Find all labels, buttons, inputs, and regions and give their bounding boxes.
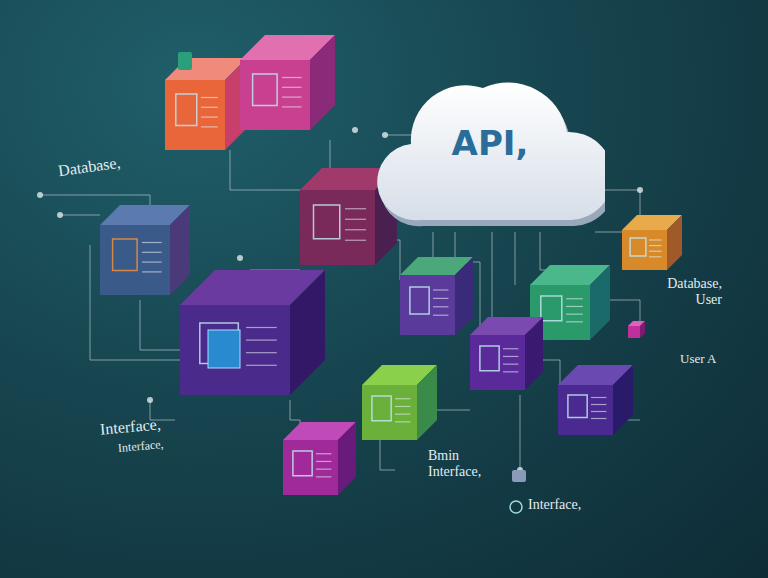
junction-dot [37, 192, 43, 198]
cube-icon [180, 270, 325, 395]
wire [595, 232, 622, 233]
annotation-label: Interface, [528, 497, 581, 513]
annotation-label: Database, User [638, 276, 722, 308]
cube-icon [400, 257, 473, 335]
cube-icon [240, 35, 335, 130]
cube-icon [470, 317, 543, 390]
cube-icon [165, 58, 247, 150]
cube-icon [362, 365, 437, 440]
wire [140, 300, 180, 350]
cube-icon [628, 321, 645, 338]
wire [60, 215, 100, 216]
wire [515, 232, 516, 285]
wire [520, 395, 521, 470]
wire [230, 150, 300, 190]
annotation-label: Database, [57, 154, 122, 181]
node-title: API, [452, 123, 529, 163]
cube-icon [283, 422, 356, 495]
annotation-label: Interface, [117, 438, 164, 456]
small-icon [178, 52, 192, 70]
junction-dot [382, 132, 388, 138]
screen-icon [208, 330, 240, 368]
junction-dot [237, 255, 243, 261]
wire [380, 440, 395, 470]
annotation-label: Bmin Interface, [428, 448, 500, 480]
annotation-label: Interface, [99, 415, 161, 439]
junction-dot [57, 212, 63, 218]
small-icon [512, 470, 526, 482]
annotation-label: User A [680, 352, 716, 367]
junction-dot [352, 127, 358, 133]
cube-icon [622, 215, 682, 270]
cube-icon [558, 365, 633, 435]
junction-dot [637, 187, 643, 193]
wire [455, 232, 480, 335]
cube-icon [100, 205, 190, 295]
api-cloud: API, [375, 40, 605, 235]
junction-dot [147, 397, 153, 403]
small-icon [510, 501, 522, 513]
